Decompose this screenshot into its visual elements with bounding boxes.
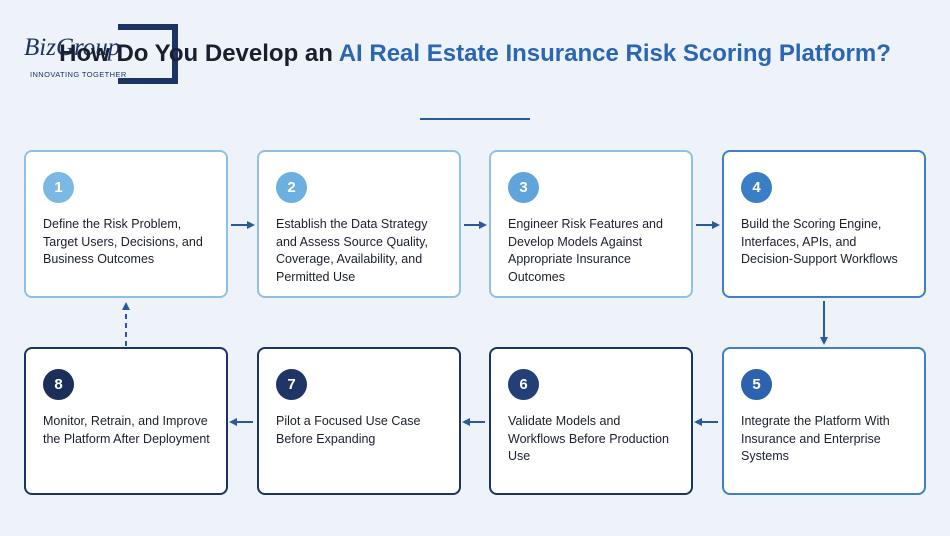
step-card-2: 2 Establish the Data Strategy and Assess… <box>257 150 461 298</box>
step-number-badge: 4 <box>741 172 772 203</box>
logo-tagline: INNOVATING TOGETHER <box>30 70 127 79</box>
step-card-1: 1 Define the Risk Problem, Target Users,… <box>24 150 228 298</box>
title-underline <box>420 118 530 120</box>
title-highlight: AI Real Estate Insurance Risk Scoring Pl… <box>338 40 891 67</box>
step-text: Integrate the Platform With Insurance an… <box>741 414 890 463</box>
step-number-badge: 1 <box>43 172 74 203</box>
step-card-4: 4 Build the Scoring Engine, Interfaces, … <box>722 150 926 298</box>
step-number-badge: 3 <box>508 172 539 203</box>
step-text: Monitor, Retrain, and Improve the Platfo… <box>43 414 210 446</box>
step-card-5: 5 Integrate the Platform With Insurance … <box>722 347 926 495</box>
step-card-8: 8 Monitor, Retrain, and Improve the Plat… <box>24 347 228 495</box>
bizgroup-logo: BizGroup INNOVATING TOGETHER <box>22 24 178 84</box>
step-card-7: 7 Pilot a Focused Use Case Before Expand… <box>257 347 461 495</box>
step-text: Pilot a Focused Use Case Before Expandin… <box>276 414 421 446</box>
step-number-badge: 5 <box>741 369 772 400</box>
page-title: How Do You Develop an AI Real Estate Ins… <box>0 38 950 69</box>
logo-wordmark: BizGroup <box>24 34 121 61</box>
step-text: Engineer Risk Features and Develop Model… <box>508 217 663 284</box>
title-text: How Do You Develop an <box>59 40 339 67</box>
step-text: Establish the Data Strategy and Assess S… <box>276 217 428 284</box>
step-card-3: 3 Engineer Risk Features and Develop Mod… <box>489 150 693 298</box>
step-text: Validate Models and Workflows Before Pro… <box>508 414 669 463</box>
step-text: Define the Risk Problem, Target Users, D… <box>43 217 203 266</box>
step-text: Build the Scoring Engine, Interfaces, AP… <box>741 217 898 266</box>
step-number-badge: 8 <box>43 369 74 400</box>
step-number-badge: 7 <box>276 369 307 400</box>
step-number-badge: 6 <box>508 369 539 400</box>
logo-frame <box>118 24 178 84</box>
step-number-badge: 2 <box>276 172 307 203</box>
step-card-6: 6 Validate Models and Workflows Before P… <box>489 347 693 495</box>
